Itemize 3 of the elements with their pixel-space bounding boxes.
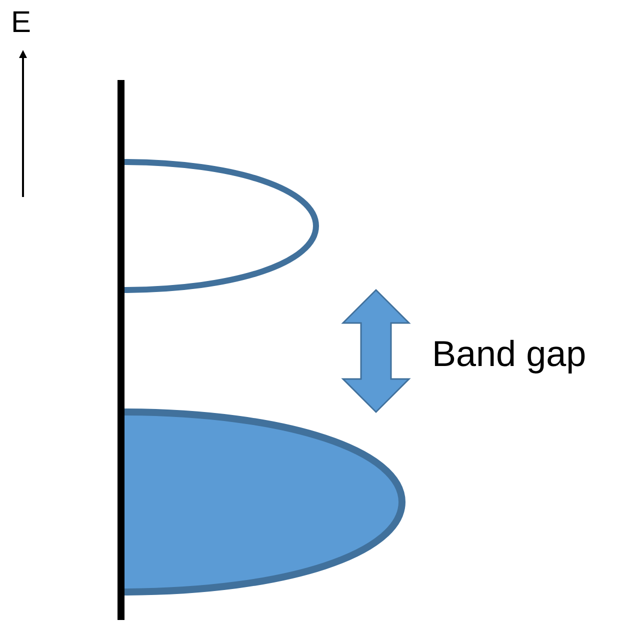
axis-label: E <box>11 8 32 38</box>
double-arrow <box>341 288 411 414</box>
edge-label: Band gap <box>432 336 586 372</box>
